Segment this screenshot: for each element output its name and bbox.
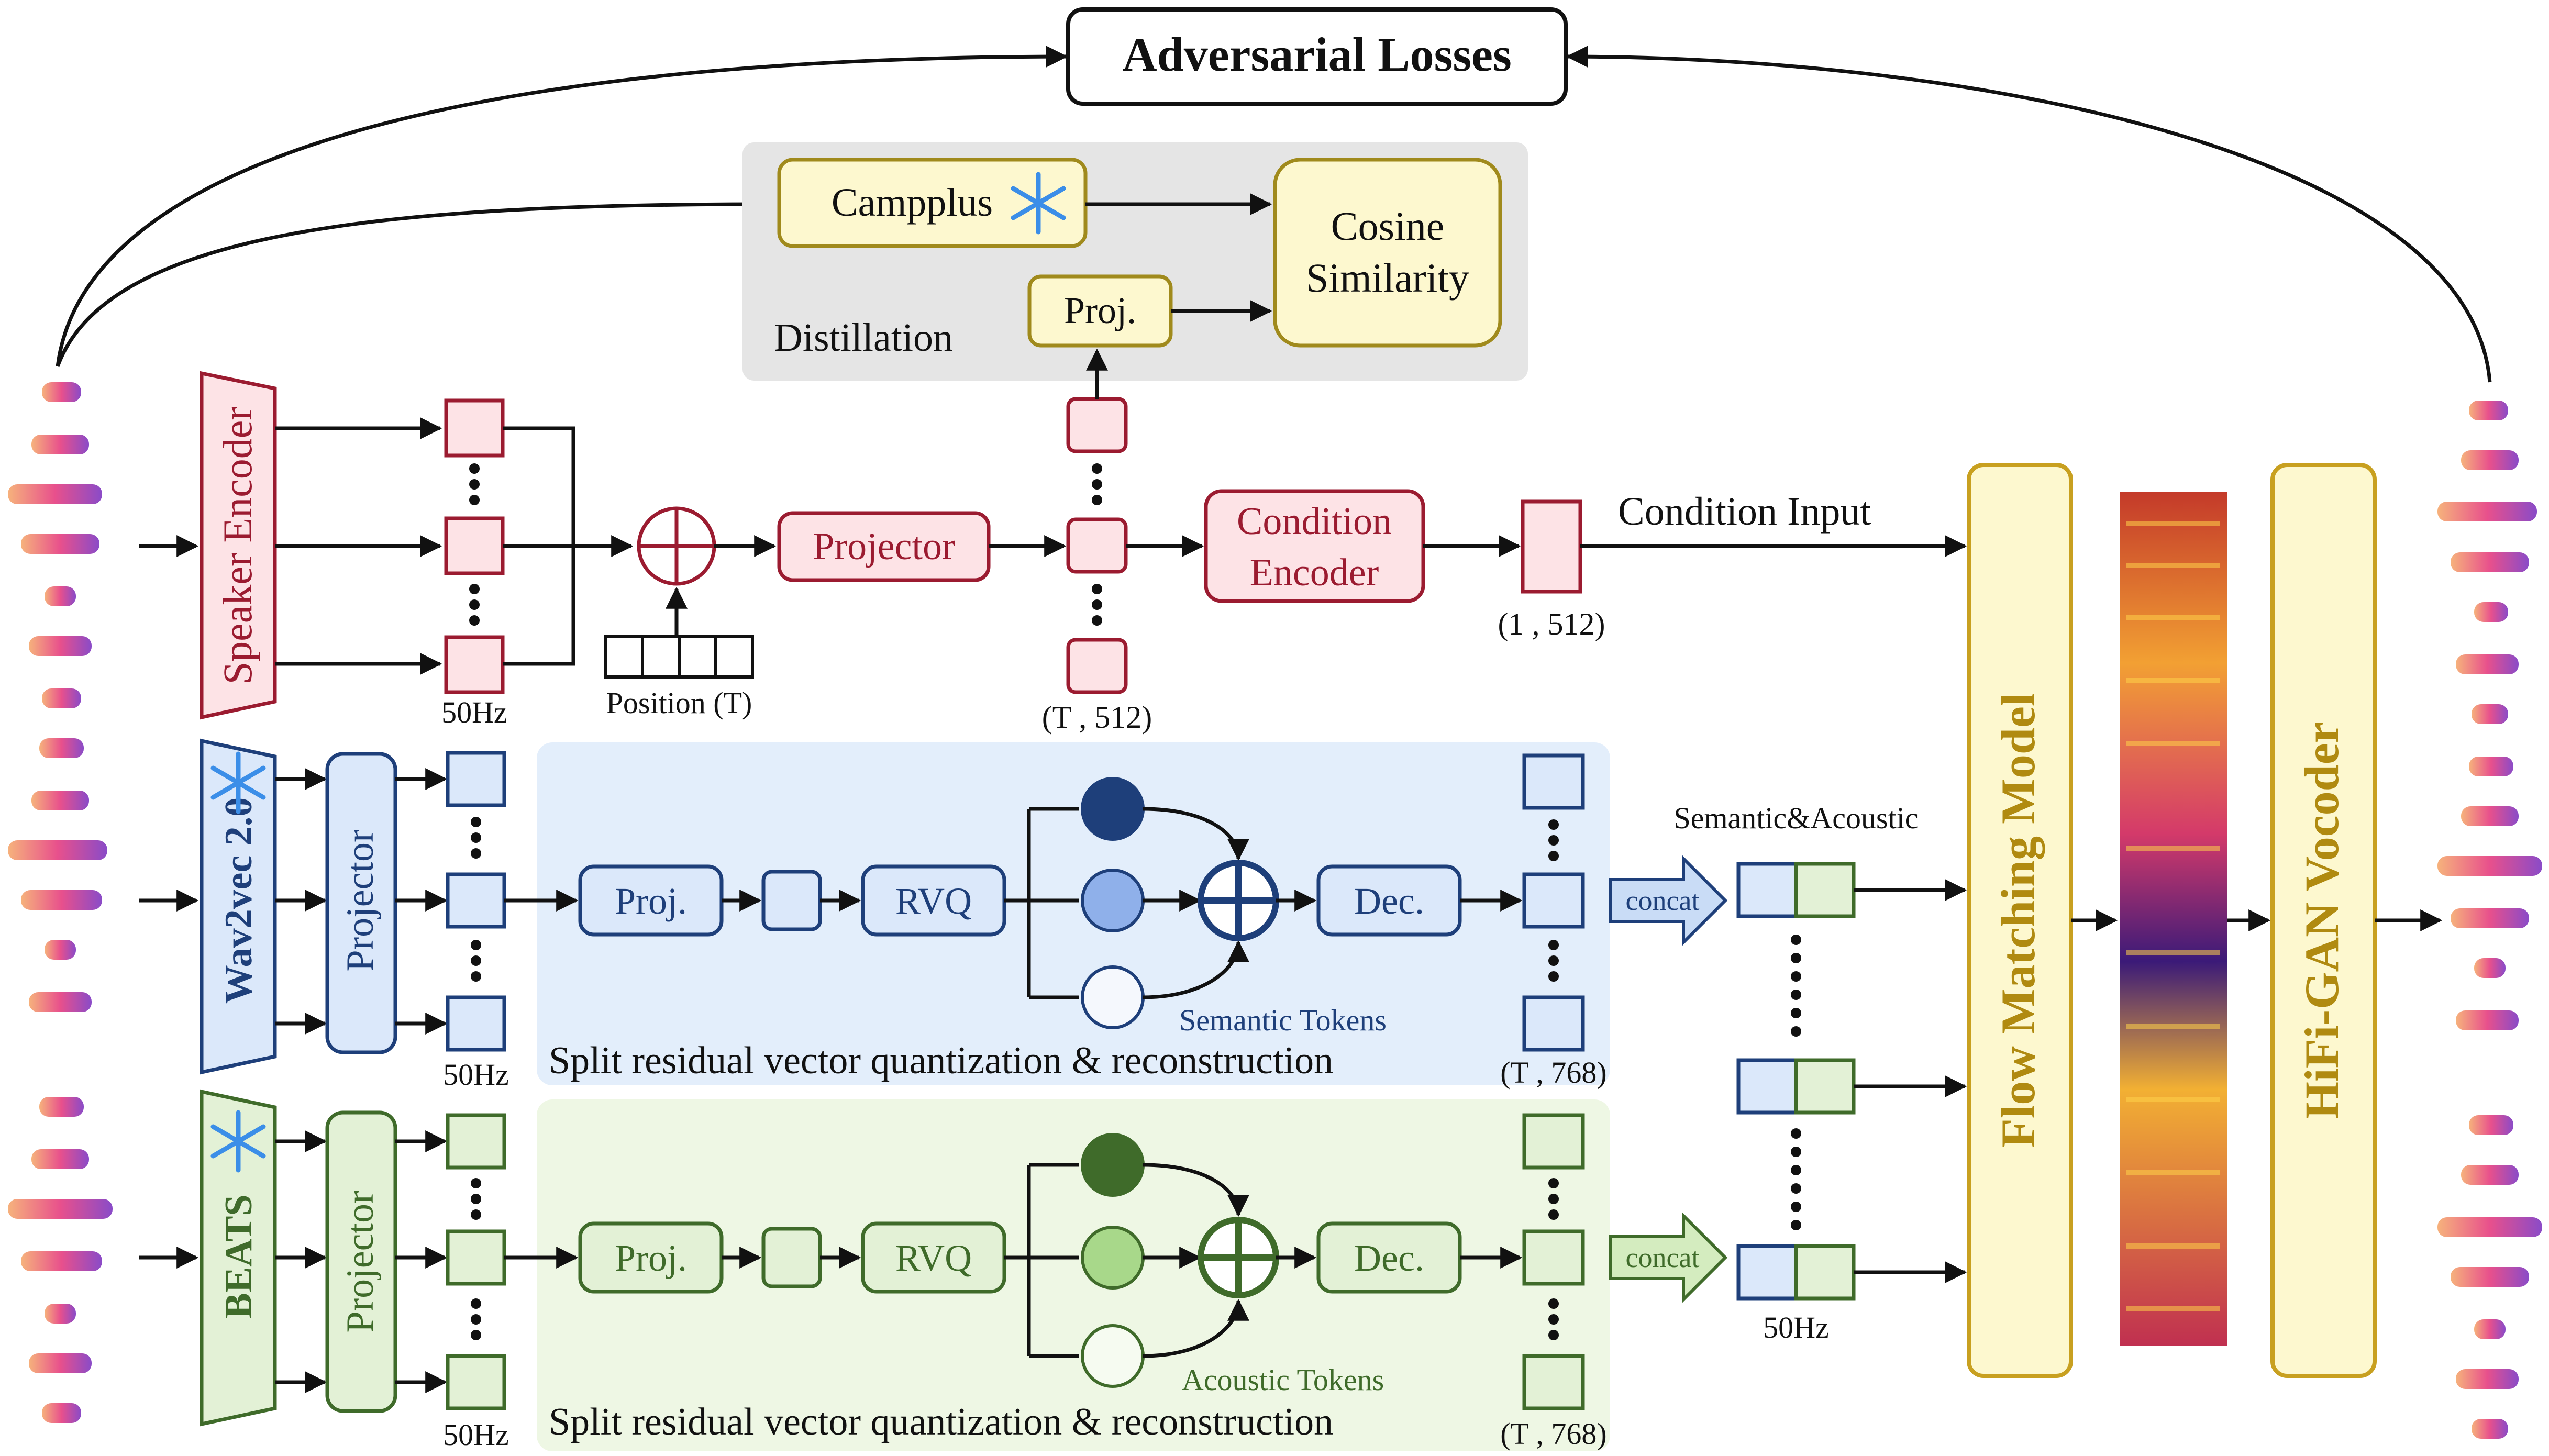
snowflake-icon [1011, 172, 1066, 235]
acoustic-projector-label: Projector [339, 1191, 382, 1332]
flow-matching-label: Flow Matching Model [1991, 693, 2045, 1148]
speaker-encoder-block [200, 371, 277, 720]
hifigan-vocoder: HiFi-GAN Vocoder [2270, 463, 2377, 1378]
beats-label: BEATS [217, 1194, 260, 1318]
semantic-projector-box [325, 752, 397, 1054]
cosine-label: Cosine [1331, 203, 1445, 249]
semantic-tokens-label: Semantic Tokens [1179, 1003, 1387, 1037]
campplus-arc [56, 193, 767, 368]
semantic-proj-label: Proj. [615, 880, 687, 922]
semantic-acoustic-label: Semantic&Acoustic [1674, 801, 1918, 835]
wav2vec-label: Wav2vec 2.0 [217, 797, 260, 1004]
beats-block [200, 1089, 277, 1427]
acoustic-tokens-label: Acoustic Tokens [1182, 1363, 1384, 1397]
acoustic-branch: BEATS Projector 50Hz Proj. RVQ [139, 1089, 1728, 1452]
semantic-shape-label: (T , 768) [1500, 1055, 1607, 1090]
mel-spectrogram [2120, 492, 2227, 1346]
acoustic-projector-box [325, 1110, 397, 1413]
distillation-region: Campplus Proj. Cosine Similarity Distill… [742, 142, 1528, 381]
speaker-encoder-label: Speaker Encoder [215, 407, 260, 685]
distillation-label: Distillation [774, 316, 953, 360]
flow-matching-model: Flow Matching Model [1967, 463, 2073, 1378]
semantic-projector-label: Projector [339, 829, 382, 971]
vocoder-label: HiFi-GAN Vocoder [2295, 722, 2348, 1119]
acoustic-rvq-label: RVQ [895, 1237, 972, 1279]
adversarial-arc-right [1566, 46, 2492, 383]
adversarial-losses-box: Adversarial Losses [1066, 7, 1568, 106]
concat-features: 50Hz [1736, 862, 1967, 1344]
acoustic-concat-arrow [1609, 1212, 1728, 1304]
cosine-similarity-box [1273, 158, 1502, 348]
acoustic-shape-label: (T , 768) [1500, 1417, 1607, 1451]
concat-hz-label: 50Hz [1763, 1310, 1829, 1344]
semantic-concat-label: concat [1626, 885, 1700, 916]
speaker-shape-label: (T , 512) [1042, 700, 1152, 735]
output-waveform [2437, 401, 2542, 1439]
condition-shape-label: (1 , 512) [1498, 607, 1605, 641]
acoustic-dec-label: Dec. [1354, 1237, 1424, 1279]
campplus-label: Campplus [832, 181, 993, 225]
acoustic-hz-label: 50Hz [443, 1418, 509, 1452]
speaker-branch: Speaker Encoder 50Hz Position (T) Projec… [139, 348, 1967, 735]
distill-proj-label: Proj. [1064, 290, 1136, 331]
speaker-hz-label: 50Hz [441, 695, 507, 729]
adversarial-arc-left [56, 46, 1068, 367]
acoustic-caption: Split residual vector quantization & rec… [549, 1401, 1333, 1443]
similarity-label: Similarity [1306, 255, 1469, 301]
encoder-label: Encoder [1250, 551, 1379, 594]
semantic-hz-label: 50Hz [443, 1058, 509, 1092]
adversarial-label: Adversarial Losses [1122, 28, 1512, 81]
condition-input-label: Condition Input [1618, 490, 1871, 534]
semantic-dec-label: Dec. [1354, 880, 1424, 922]
acoustic-concat-label: concat [1626, 1242, 1700, 1273]
snowflake-icon [210, 751, 266, 814]
snowflake-icon [210, 1110, 266, 1173]
acoustic-proj-label: Proj. [615, 1237, 687, 1279]
condition-label: Condition [1237, 500, 1392, 543]
wav2vec-block [200, 738, 277, 1075]
semantic-caption: Split residual vector quantization & rec… [549, 1039, 1333, 1082]
semantic-concat-arrow [1609, 854, 1728, 947]
speaker-projector-label: Projector [813, 525, 955, 568]
semantic-rvq-label: RVQ [895, 880, 972, 922]
input-waveform [8, 382, 113, 1423]
semantic-branch: Wav2vec 2.0 Projector 50Hz Proj. RVQ [139, 738, 1919, 1092]
position-label: Position (T) [606, 686, 752, 720]
condition-vector [1521, 499, 1582, 594]
